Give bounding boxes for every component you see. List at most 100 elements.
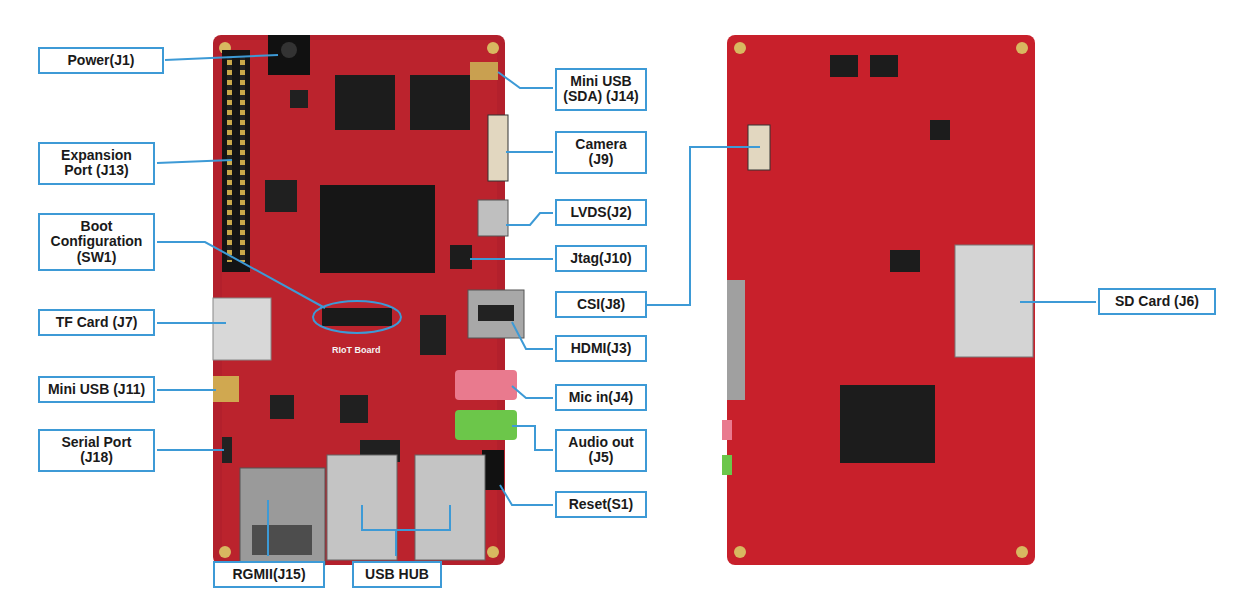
callout-box: Audio out (J5) [555, 429, 647, 472]
callout-box: Jtag(J10) [555, 245, 647, 272]
mount-hole [487, 42, 499, 54]
callout-box: RGMII(J15) [213, 561, 325, 588]
callout-label: RGMII(J15) [232, 567, 305, 582]
header-pins [227, 56, 245, 262]
leader-line [157, 322, 226, 324]
ram-chip [335, 75, 395, 130]
callout-box: Mini USB (SDA) (J14) [555, 68, 647, 111]
leader-line [512, 386, 553, 398]
leader-line [1020, 301, 1096, 303]
callout-label: Mini USB (J11) [48, 382, 145, 397]
leader-line [512, 426, 553, 450]
cpu-chip [320, 185, 435, 273]
chip [930, 120, 950, 140]
leader-line [506, 213, 553, 225]
callout-box: Power(J1) [38, 47, 164, 74]
chip [840, 385, 935, 463]
port-edge [727, 280, 745, 400]
tf-card-slot [213, 298, 271, 360]
audio-jack-edge [722, 455, 732, 475]
leader-line [157, 242, 325, 308]
callout-label: SD Card (J6) [1115, 294, 1199, 309]
callout-box: Mic in(J4) [555, 384, 647, 411]
mic-jack [455, 370, 517, 400]
back-board [722, 35, 1035, 565]
pin-row [240, 56, 245, 262]
chip [870, 55, 898, 77]
pin-row [227, 56, 232, 262]
leader-line [396, 505, 450, 530]
callout-box: Camera (J9) [555, 131, 647, 174]
leader-line [506, 151, 553, 153]
mount-hole [734, 42, 746, 54]
callout-label: Power(J1) [68, 53, 135, 68]
callout-box: SD Card (J6) [1098, 288, 1216, 315]
ram-chip [410, 75, 470, 130]
front-board [213, 35, 524, 565]
callout-label: Jtag(J10) [570, 251, 631, 266]
ethernet-opening [252, 525, 312, 555]
audio-jack [455, 410, 517, 440]
highlight-ellipse [313, 301, 401, 333]
callout-box: Serial Port (J18) [38, 429, 155, 472]
leader-line [165, 55, 278, 60]
leader-line [512, 322, 553, 349]
callout-label: Mic in(J4) [569, 390, 634, 405]
callout-label: Expansion Port (J13) [46, 148, 147, 179]
mic-jack-edge [722, 420, 732, 440]
leader-line [500, 485, 553, 505]
dc-jack-hole [281, 42, 297, 58]
lvds-connector [478, 200, 508, 236]
mount-hole [734, 546, 746, 558]
chip [290, 90, 308, 108]
chip [265, 180, 297, 212]
leader-lines [157, 55, 1096, 556]
chip [270, 395, 294, 419]
callout-box: USB HUB [352, 561, 442, 588]
ethernet-jack [240, 468, 325, 565]
mount-hole [1016, 42, 1028, 54]
callout-label: CSI(J8) [577, 297, 625, 312]
boot-switch [322, 308, 392, 326]
mini-usb-connector [470, 62, 498, 80]
callout-label: Audio out (J5) [563, 435, 639, 466]
callout-box: CSI(J8) [555, 291, 647, 318]
mini-usb-connector [213, 376, 239, 402]
callout-label: LVDS(J2) [570, 205, 631, 220]
callout-box: TF Card (J7) [38, 309, 155, 336]
chip [340, 395, 368, 423]
mount-hole [1016, 546, 1028, 558]
leader-line [498, 72, 553, 88]
camera-connector [488, 115, 508, 181]
leader-line [647, 147, 760, 305]
callout-box: LVDS(J2) [555, 199, 647, 226]
callout-label: HDMI(J3) [571, 341, 632, 356]
leader-line [157, 449, 224, 451]
usb-port [327, 455, 397, 560]
board-silkscreen: RIoT Board [332, 345, 381, 355]
pcb [213, 35, 505, 565]
leader-line [157, 389, 216, 391]
chip [890, 250, 920, 272]
callout-label: Boot Configuration (SW1) [46, 219, 147, 265]
callout-box: Boot Configuration (SW1) [38, 213, 155, 271]
leader-line [267, 500, 269, 556]
hdmi-opening [478, 305, 514, 321]
callout-box: Mini USB (J11) [38, 376, 155, 403]
mount-hole [219, 546, 231, 558]
callout-label: Mini USB (SDA) (J14) [563, 74, 639, 105]
callout-label: Serial Port (J18) [46, 435, 147, 466]
chip [830, 55, 858, 77]
callout-box: Reset(S1) [555, 491, 647, 518]
callout-box: Expansion Port (J13) [38, 142, 155, 185]
callout-label: Camera (J9) [563, 137, 639, 168]
callout-label: Reset(S1) [569, 497, 634, 512]
mount-hole [487, 546, 499, 558]
jtag-chip [450, 245, 472, 269]
chip [420, 315, 446, 355]
leader-line [470, 258, 553, 260]
callout-label: TF Card (J7) [56, 315, 138, 330]
leader-line [157, 160, 232, 163]
